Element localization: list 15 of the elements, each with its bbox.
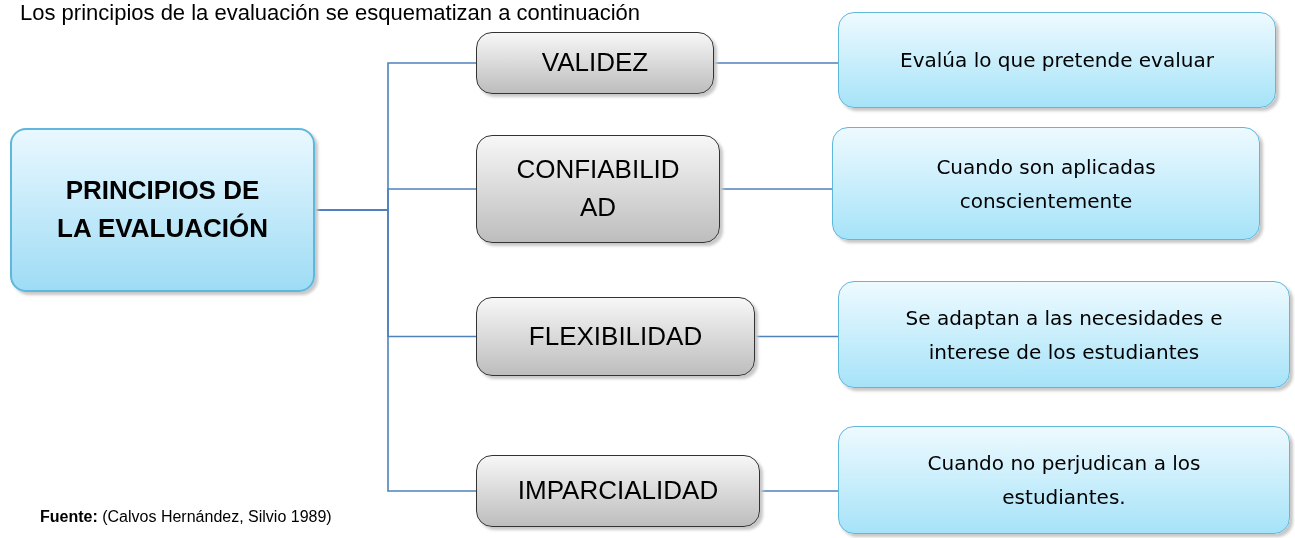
connector-line bbox=[719, 188, 833, 190]
connector-line bbox=[713, 62, 839, 64]
description-box: Se adaptan a las necesidades e interese de los estudiantes bbox=[838, 281, 1290, 388]
connector-line bbox=[754, 335, 839, 338]
description-box: Cuando no perjudican a los estudiantes. bbox=[838, 426, 1290, 534]
principle-box: FLEXIBILIDAD bbox=[476, 297, 755, 376]
description-box: Cuando son aplicadas conscientemente bbox=[832, 127, 1260, 240]
connector-line bbox=[759, 490, 839, 492]
description-box: Evalúa lo que pretende evaluar bbox=[838, 12, 1276, 108]
intro-sentence: Los principios de la evaluación se esquematizan a continuación bbox=[20, 0, 641, 26]
principle-box: CONFIABILIDAD bbox=[476, 135, 720, 243]
main-concept-box: PRINCIPIOS DE LA EVALUACIÓN bbox=[10, 128, 315, 292]
principle-box: IMPARCIALIDAD bbox=[476, 455, 760, 527]
source-note: Fuente: (Calvos Hernández, Silvio 1989) bbox=[40, 508, 332, 526]
principle-box: VALIDEZ bbox=[476, 32, 714, 94]
